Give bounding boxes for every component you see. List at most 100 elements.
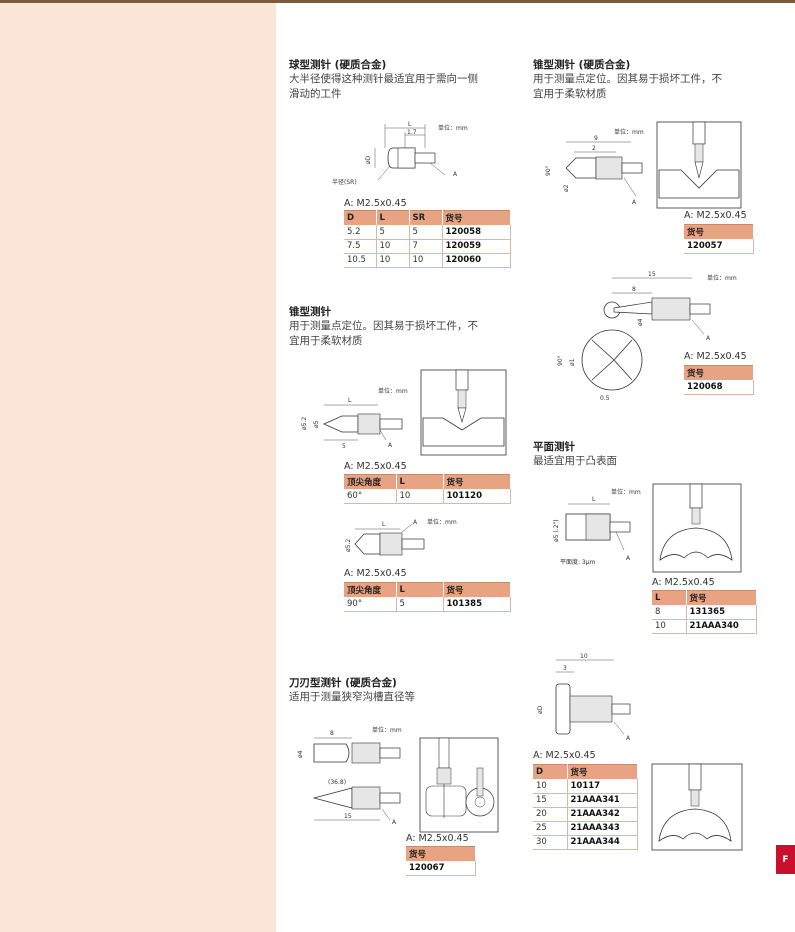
part-number: 21AAA342 [567,807,638,822]
cell: 60° [344,489,397,504]
cell: 20 [533,807,568,822]
dim-L: L [348,397,352,404]
section-desc-line1: 适用于测量狭窄沟槽直径等 [289,691,415,703]
cone-thread-spec-1: A: M2.5x0.45 [344,461,407,472]
unit-label: 单位：mm [611,488,641,496]
dim-90: 90° [545,165,552,176]
col-header: D [533,764,568,779]
carbide-cone-spec-table: 货号 120057 [684,224,754,254]
flat-thread-spec: A: M2.5x0.45 [652,577,715,588]
side-panel [0,3,276,932]
unit-label: 单位：mm [372,726,402,734]
dim-3: 3 [563,665,567,672]
dim-5: 5 [342,443,346,450]
col-header: 货号 [567,764,638,779]
carbide-cone-stylus-section: 锥型测针 (硬质合金) 用于测量点定位。因其易于损坏工件，不 宜用于柔软材质 [533,58,773,102]
dim-1-7: 1.7 [407,129,417,136]
section-desc-line2: 宜用于柔软材质 [289,335,363,347]
ball-stylus-section: 球型测针 (硬质合金) 大半径使得这种测针最适宜用于需向一侧 滑动的工件 [289,58,519,102]
cone-thread-spec-2: A: M2.5x0.45 [344,568,407,579]
col-header: 货号 [684,224,754,239]
dim-15: 15 [344,813,352,820]
part-number: 120058 [442,225,511,240]
unit-label: 单位：mm [438,124,468,132]
carbide-cone-diagram: 单位：mm 9 2 90° ø2 A [545,121,742,209]
dim-9: 9 [594,135,598,142]
dim-5: ø5 (.2") [553,519,560,542]
table-header-row: 货号 [684,365,754,380]
unit-label: 单位：mm [378,387,408,395]
table-header-row: 顶尖角度 L 货号 [344,474,511,489]
ball-thread-spec: A: M2.5x0.45 [344,198,407,209]
cell: 10 [533,779,568,794]
dim-L-2: L [382,521,386,528]
large-flat-thread-spec: A: M2.5x0.45 [533,750,596,761]
table-header-row: 顶尖角度 L 货号 [344,582,511,597]
table-row: 120067 [406,861,476,876]
dim-0-5: 0.5 [600,395,610,402]
dim-A-2: A [413,519,418,526]
dim-L: L [592,496,596,503]
section-tab[interactable]: F [776,845,795,874]
cell: 10 [409,253,443,268]
part-number: 21AAA344 [567,835,638,850]
long-cone-diagram: 单位：mm 15 8 ø4 A 90° ø1 0.5 [557,271,737,402]
dim-90: 90° [557,355,564,366]
part-number: 101120 [443,489,511,504]
part-number: 21AAA340 [686,619,757,634]
cell: 10 [652,619,687,634]
cone-stylus-diagram: 单位：mm L ø5.2 ø5 5 A [301,369,507,456]
cell: 7.5 [344,239,377,254]
col-header: 货号 [406,846,476,861]
dim-A: A [392,819,397,826]
section-desc-line1: 最适宜用于凸表面 [533,455,617,467]
col-header: SR [409,210,443,225]
col-header: L [652,590,687,605]
cell: 10 [396,489,444,504]
cell: 10 [376,239,410,254]
cell: 5.2 [344,225,377,240]
dim-L: L [408,121,412,128]
large-flat-usage-illustration [651,763,743,851]
cell: 5 [409,225,443,240]
dim-8: 8 [330,730,334,737]
blade-thread-spec: A: M2.5x0.45 [406,833,469,844]
dim-1: ø1 [569,358,576,366]
section-title: 锥型测针 [289,306,331,318]
part-number: 120059 [442,239,511,254]
dim-36-8: (36.8) [328,779,346,786]
section-desc-line2: 滑动的工件 [289,88,342,100]
dim-SR: 半径(SR) [332,178,357,186]
unit-label: 单位：mm [614,128,644,136]
dim-A: A [706,335,711,342]
dim-5-2-b: ø5.2 [345,539,352,552]
table-row: 120057 [684,239,754,254]
table-header-row: 货号 [684,224,754,239]
part-number: 10117 [567,779,638,794]
col-header: L [376,210,410,225]
cell: 5 [376,225,410,240]
ball-stylus-diagram: L 1.7 单位：mm øD 半径(SR) A [332,121,468,186]
dim-10: 10 [580,653,588,660]
cone-stylus-section: 锥型测针 用于测量点定位。因其易于损坏工件，不 宜用于柔软材质 [289,305,519,349]
dim-D: øD [537,705,544,714]
col-header: 货号 [443,582,511,597]
flatness-label: 平面度: 3μm [560,558,596,566]
dim-8: 8 [632,286,636,293]
cell: 30 [533,835,568,850]
cell: 8 [652,605,687,620]
col-header: D [344,210,377,225]
col-header: 货号 [442,210,511,225]
part-number: 120060 [442,253,511,268]
unit-label: 单位：mm [707,274,737,282]
section-desc-line1: 用于测量点定位。因其易于损坏工件，不 [289,320,478,332]
